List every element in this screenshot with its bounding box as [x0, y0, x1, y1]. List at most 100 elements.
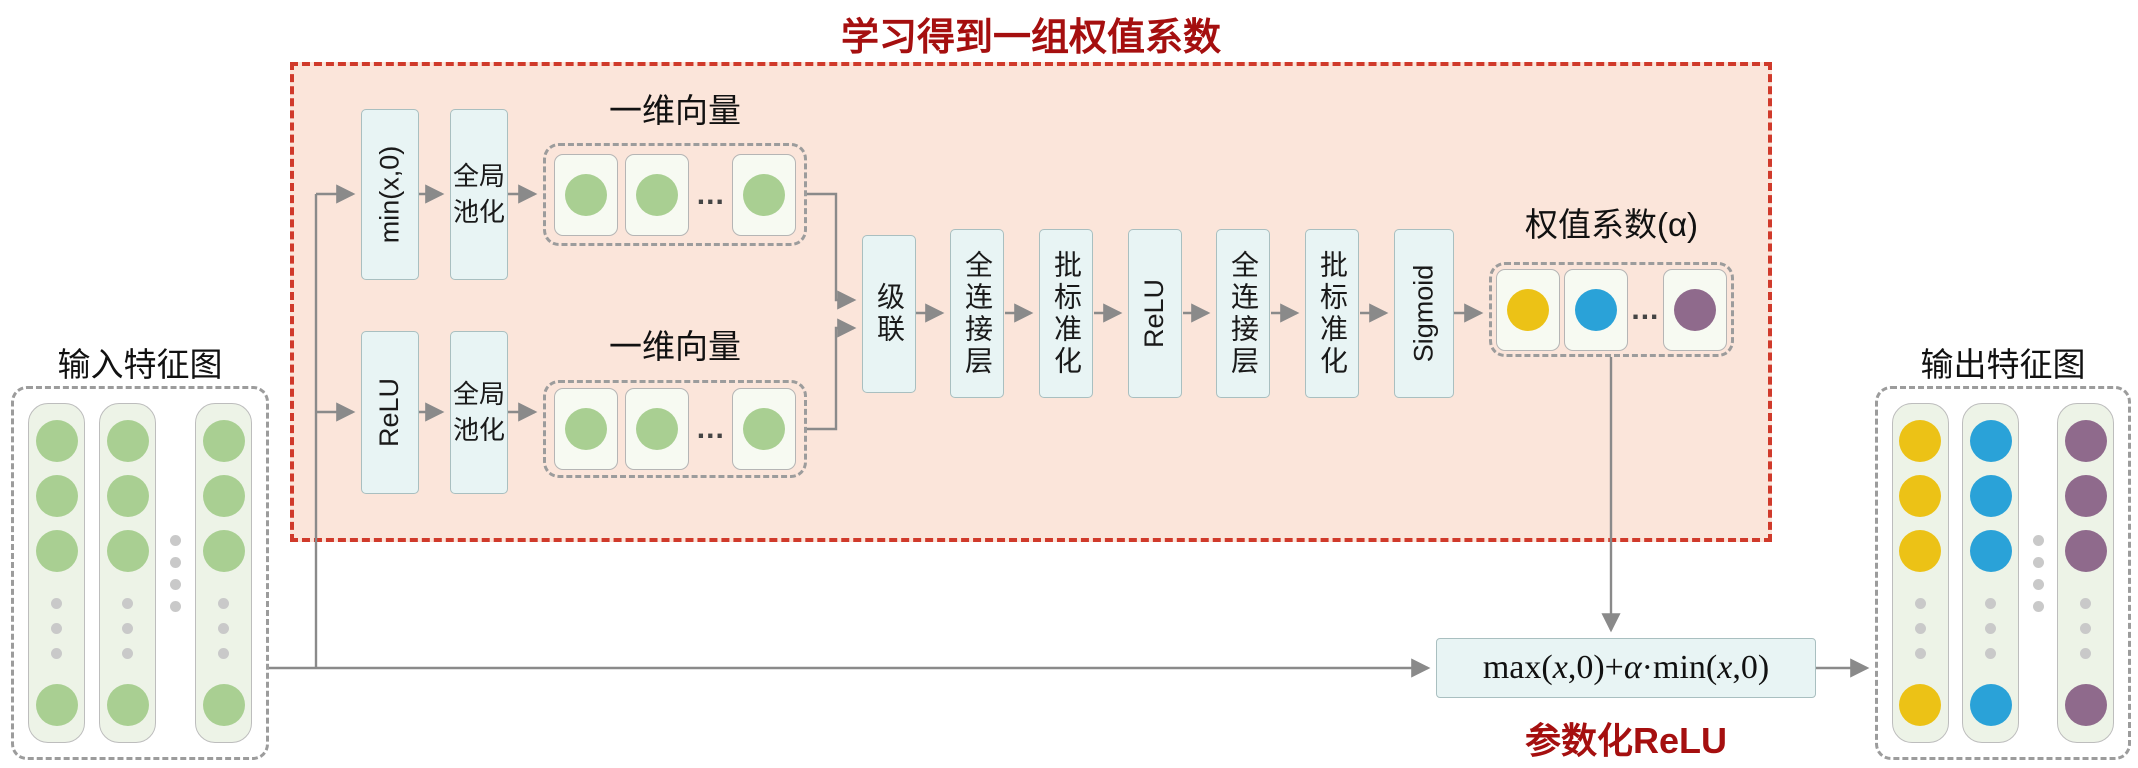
panel-title: 学习得到一组权值系数 [840, 17, 1221, 59]
formula-text: max( [1482, 649, 1553, 686]
green-circle [743, 173, 786, 216]
green-circle [106, 684, 149, 726]
prelu-caption: 参数化ReLU [1524, 720, 1727, 761]
green-circle [106, 530, 149, 572]
strip-bottom-circles [1969, 684, 2012, 726]
vector-cell [553, 388, 618, 470]
strip-top-circles [1969, 420, 2012, 572]
feature-strip [1962, 403, 2020, 743]
formula-text: ·min( [1641, 649, 1718, 686]
min-op-label: min(x,0) [374, 145, 405, 244]
global-pool-line1: 全局 [452, 161, 505, 192]
feature-strip [28, 403, 85, 743]
green-circle [743, 408, 786, 450]
column-ellipsis [2032, 534, 2044, 612]
bn1-box: 批标准化 [1039, 229, 1093, 398]
mini-dot [122, 597, 133, 609]
vector-box-top: ... [543, 143, 807, 246]
strip-mini-dots [122, 597, 133, 659]
vector-cell [553, 153, 618, 236]
mini-dot [2080, 647, 2092, 659]
mini-dot [2032, 578, 2044, 590]
ellipsis: ... [1631, 292, 1660, 326]
mini-dot [170, 556, 181, 568]
green-circle [35, 475, 78, 517]
purple-circle [1674, 288, 1717, 331]
purple-circle [2064, 684, 2107, 726]
green-circle [636, 408, 679, 450]
strip-mini-dots [218, 597, 229, 659]
vector-label-top: 一维向量 [609, 92, 741, 129]
purple-circle [2064, 530, 2107, 572]
column-ellipsis [170, 534, 181, 612]
global-pool-label-top: 全局 池化 [453, 159, 505, 229]
yellow-circle [1899, 475, 1942, 517]
input-map-label: 输入特征图 [57, 346, 223, 383]
strip-bottom-circles [106, 684, 149, 726]
green-circle [202, 684, 245, 726]
yellow-circle [1899, 684, 1942, 726]
purple-circle [2064, 420, 2107, 462]
green-circle [564, 173, 607, 216]
feature-strip [99, 403, 156, 743]
relu-op-label: ReLU [374, 377, 405, 448]
formula-variable: x [1717, 649, 1733, 686]
weights-label: 权值系数(α) [1524, 206, 1699, 243]
yellow-circle [1899, 530, 1942, 572]
formula-text: ,0) [1732, 649, 1770, 686]
formula-variable: x [1552, 649, 1568, 686]
mini-dot [2080, 597, 2092, 609]
green-circle [202, 530, 245, 572]
weights-box: ... [1489, 262, 1734, 357]
purple-circle [2064, 475, 2107, 517]
concat-label: 级联 [874, 282, 905, 346]
yellow-circle [1506, 288, 1549, 331]
mini-dot [218, 622, 229, 634]
bn2-box: 批标准化 [1305, 229, 1359, 398]
mini-dot [1914, 622, 1926, 634]
mini-dot [122, 647, 133, 659]
green-circle [202, 475, 245, 517]
prelu-formula-box: max(x,0)+α·min(x,0) [1436, 638, 1816, 698]
relu-op-box: ReLU [361, 331, 419, 494]
fc1-label: 全连接层 [962, 249, 993, 378]
relu-mid-box: ReLU [1128, 229, 1182, 398]
mini-dot [51, 597, 62, 609]
mini-dot [2032, 556, 2044, 568]
mini-dot [2080, 622, 2092, 634]
green-circle [106, 475, 149, 517]
vector-cell [1663, 268, 1728, 351]
strip-mini-dots [1914, 597, 1926, 659]
vector-cell [732, 388, 797, 470]
strip-bottom-circles [1899, 684, 1942, 726]
strip-mini-dots [1985, 597, 1997, 659]
mini-dot [1914, 597, 1926, 609]
feature-strip [195, 403, 252, 743]
blue-circle [1969, 420, 2012, 462]
vector-box-bottom: ... [543, 380, 807, 478]
formula-variable: α [1623, 649, 1642, 686]
strip-top-circles [106, 420, 149, 572]
green-circle [564, 408, 607, 450]
strip-mini-dots [2080, 597, 2092, 659]
mini-dot [2032, 600, 2044, 612]
vector-cell [625, 388, 690, 470]
global-pool-label-bottom: 全局 池化 [453, 377, 505, 447]
strip-top-circles [2064, 420, 2107, 572]
mini-dot [1985, 647, 1997, 659]
green-circle [35, 530, 78, 572]
global-pool-box-bottom: 全局 池化 [450, 331, 508, 494]
strip-bottom-circles [35, 684, 78, 726]
ellipsis: ... [696, 412, 725, 445]
vector-cell [625, 153, 690, 236]
relu-mid-label: ReLU [1139, 278, 1170, 349]
strip-bottom-circles [2064, 684, 2107, 726]
bn2-label: 批标准化 [1317, 249, 1348, 378]
input-feature-map [11, 386, 269, 760]
mini-dot [218, 597, 229, 609]
strip-top-circles [1899, 420, 1942, 572]
green-circle [106, 420, 149, 462]
fc1-box: 全连接层 [950, 229, 1004, 398]
mini-dot [170, 600, 181, 612]
